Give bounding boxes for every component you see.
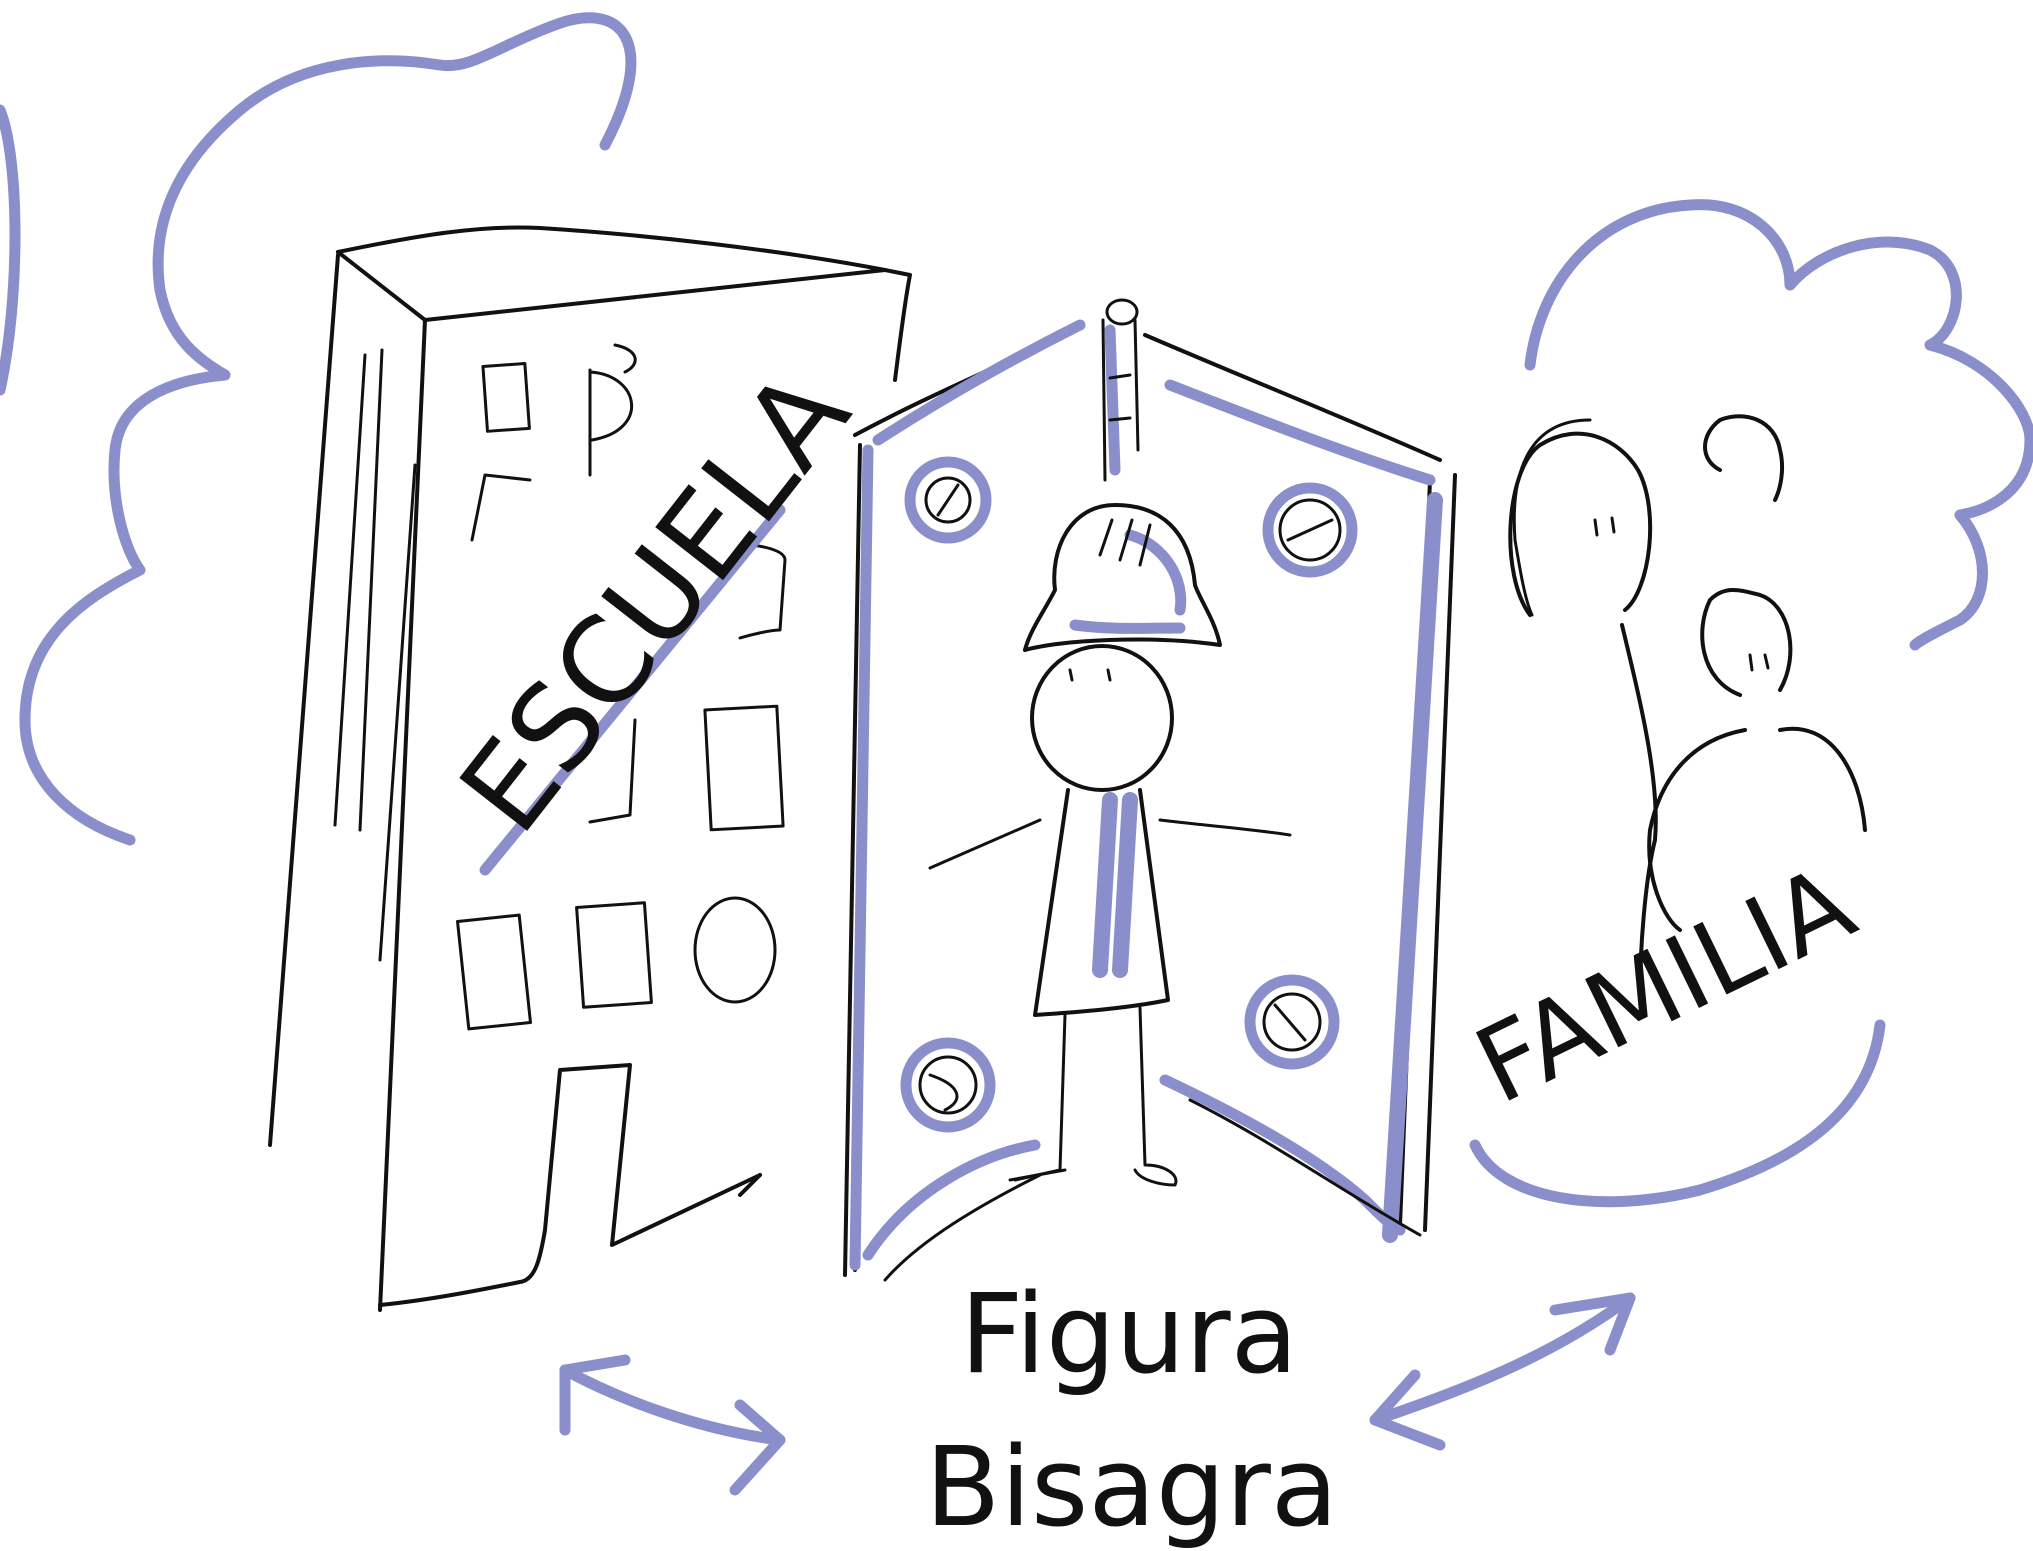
family-underline xyxy=(1469,1019,1886,1208)
cloud-right-icon xyxy=(1524,199,2033,651)
double-arrow-icon xyxy=(1369,1292,1636,1451)
person-with-helmet-icon xyxy=(928,503,1292,1187)
cloud-left-icon xyxy=(0,12,637,846)
family-figures-icon xyxy=(1508,414,1867,997)
school-label: ESCUELA xyxy=(433,345,875,857)
screw-icon xyxy=(1262,482,1358,578)
family-label: FAMILIA xyxy=(1457,842,1871,1128)
screw-icon xyxy=(904,456,992,544)
hinge-label-line1: Figura xyxy=(960,1270,1298,1398)
school-building-icon xyxy=(268,225,912,1312)
hinge-label-line2: Bisagra xyxy=(925,1423,1338,1551)
screw-icon xyxy=(900,1037,996,1133)
double-arrow-icon xyxy=(559,1354,786,1496)
hinge-door-icon xyxy=(843,298,1457,1282)
screw-icon xyxy=(1244,974,1340,1070)
